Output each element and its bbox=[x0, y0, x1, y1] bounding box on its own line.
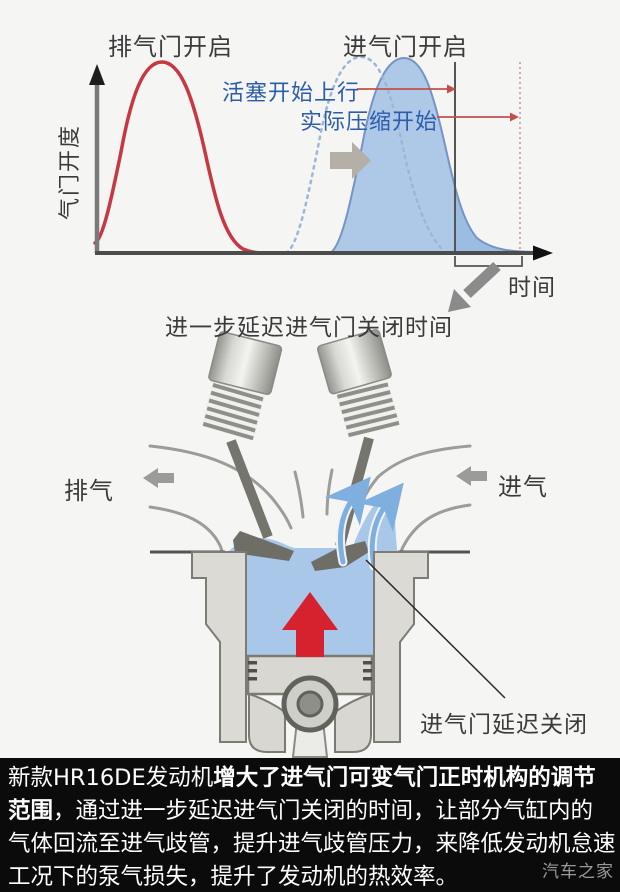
exhaust-flow-arrow-icon bbox=[143, 468, 174, 488]
piston-up-annotation: 活塞开始上行 bbox=[222, 81, 361, 106]
piston-rings bbox=[248, 661, 372, 681]
exhaust-flow-label: 排气 bbox=[64, 477, 114, 505]
engine-cross-section bbox=[143, 329, 506, 758]
caption-line-2: 范围，通过进一步延迟进气门关闭的时间，让部分气缸内的 bbox=[8, 795, 612, 828]
piston bbox=[246, 654, 374, 758]
x-axis-label: 时间 bbox=[508, 275, 556, 301]
x-axis bbox=[95, 245, 553, 261]
site-watermark: 汽车之家 bbox=[542, 862, 614, 882]
caption-bar: 新款HR16DE发动机增大了进气门可变气门正时机构的调节 范围，通过进一步延迟进… bbox=[0, 758, 620, 892]
delay-arrow-icon bbox=[448, 261, 501, 312]
delay-interval-bracket bbox=[454, 256, 523, 267]
exhaust-curve bbox=[93, 60, 270, 255]
piston-up-arrow-icon bbox=[357, 84, 456, 94]
intake-valve-spring-assembly bbox=[316, 329, 400, 438]
reverse-flow-arrow-icon bbox=[324, 476, 404, 571]
callout-leader-line bbox=[365, 559, 506, 699]
caption-line-2-normal: ，通过进一步延迟进气门关闭的时间，让部分气缸内的 bbox=[53, 798, 594, 824]
shift-right-arrow-icon bbox=[330, 142, 371, 179]
intake-curve-original-dashed bbox=[284, 55, 444, 255]
cylinder-block bbox=[191, 551, 429, 743]
caption-line-4: 工况下的泵气损失，提升了发动机的热效率。 bbox=[8, 864, 459, 890]
compression-annotation: 实际压缩开始 bbox=[300, 110, 439, 135]
diagram-title: 进一步延迟进气门关闭时间 bbox=[165, 315, 453, 341]
exhaust-valve bbox=[226, 439, 294, 561]
caption-line-1-normal: 新款HR16DE发动机 bbox=[8, 765, 214, 791]
port-walls bbox=[148, 444, 472, 554]
intake-delay-callout-label: 进气门延迟关闭 bbox=[420, 712, 588, 738]
compression-start-arrow-icon bbox=[437, 112, 519, 122]
piston-up-motion-arrow-icon bbox=[282, 592, 338, 657]
caption-line-3: 气体回流至进气歧管，提升进气歧管压力，来降低发动机怠速 bbox=[8, 831, 616, 857]
y-axis-label: 气门开度 bbox=[58, 124, 83, 221]
valve-lift-chart bbox=[89, 55, 553, 312]
caption-line-1: 新款HR16DE发动机增大了进气门可变气门正时机构的调节 bbox=[8, 762, 612, 795]
caption-line-1-bold: 增大了进气门可变气门正时机构的调节 bbox=[213, 765, 596, 791]
caption-line-2-bold: 范围 bbox=[8, 798, 54, 824]
intake-flow-arrow-icon bbox=[456, 466, 487, 486]
intake-flow-label: 进气 bbox=[498, 473, 548, 501]
exhaust-curve-label: 排气门开启 bbox=[108, 33, 233, 61]
intake-curve-label: 进气门开启 bbox=[343, 33, 468, 61]
exhaust-valve-spring-assembly bbox=[201, 331, 283, 441]
y-axis bbox=[89, 64, 105, 253]
